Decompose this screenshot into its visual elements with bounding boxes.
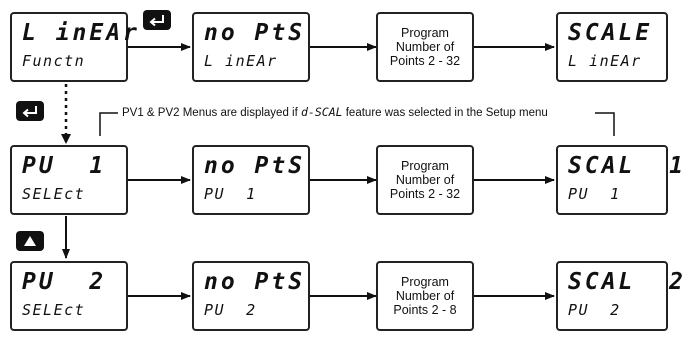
program-line3: Points 2 - 32 [389, 54, 461, 68]
display-line2: PU 2 [204, 301, 257, 319]
display-line2: SELEct [22, 301, 86, 319]
display-line2: PU 2 [568, 301, 621, 319]
display-line2: PU 1 [568, 185, 621, 203]
program-line1: Program [401, 26, 449, 40]
display-line2: L inEAr [568, 52, 642, 70]
display-pv2-select: PU 2 SELEct [10, 261, 128, 331]
program-points-box: Program Number of Points 2 - 32 [376, 145, 474, 215]
display-linear-function: L inEAr Functn [10, 12, 137, 82]
display-line1: SCALE [568, 20, 653, 46]
program-points-box: Program Number of Points 2 - 8 [376, 261, 474, 331]
bracket-left [99, 112, 118, 136]
display-no-pts-pv2: no PtS PU 2 [192, 261, 310, 331]
display-line1: PU 1 [22, 153, 107, 179]
setup-note: PV1 & PV2 Menus are displayed if d-SCAL … [122, 105, 548, 119]
display-line2: PU 1 [204, 185, 257, 203]
display-line2: L inEAr [204, 52, 278, 70]
display-line1: L inEAr [22, 20, 140, 46]
program-line1: Program [401, 275, 449, 289]
display-scale-pv1: SCAL 1 PU 1 [556, 145, 683, 215]
program-line2: Number of [395, 40, 455, 54]
display-scale-linear: SCALE L inEAr [556, 12, 668, 82]
note-code: d-SCAL [301, 105, 343, 119]
note-suffix: feature was selected in the Setup menu [342, 107, 548, 119]
program-line3: Points 2 - 8 [393, 303, 457, 317]
bracket-right [595, 112, 615, 136]
program-line3: Points 2 - 32 [389, 187, 461, 201]
display-line1: SCAL 1 [568, 153, 686, 179]
display-no-pts-pv1: no PtS PU 1 [192, 145, 310, 215]
display-line2: Functn [22, 52, 86, 70]
enter-return-icon [143, 10, 171, 30]
display-line1: no PtS [204, 20, 306, 46]
display-scale-pv2: SCAL 2 PU 2 [556, 261, 683, 331]
display-line1: PU 2 [22, 269, 107, 295]
program-line2: Number of [395, 289, 455, 303]
display-line1: no PtS [204, 269, 306, 295]
display-pv1-select: PU 1 SELEct [10, 145, 128, 215]
up-arrow-icon [16, 231, 44, 251]
program-line2: Number of [395, 173, 455, 187]
display-line2: SELEct [22, 185, 86, 203]
program-line1: Program [401, 159, 449, 173]
display-line1: SCAL 2 [568, 269, 686, 295]
display-no-pts-linear: no PtS L inEAr [192, 12, 310, 82]
display-line1: no PtS [204, 153, 306, 179]
note-prefix: PV1 & PV2 Menus are displayed if [122, 107, 301, 119]
connector-lines [61, 43, 615, 300]
program-points-box: Program Number of Points 2 - 32 [376, 12, 474, 82]
enter-return-icon [16, 101, 44, 121]
